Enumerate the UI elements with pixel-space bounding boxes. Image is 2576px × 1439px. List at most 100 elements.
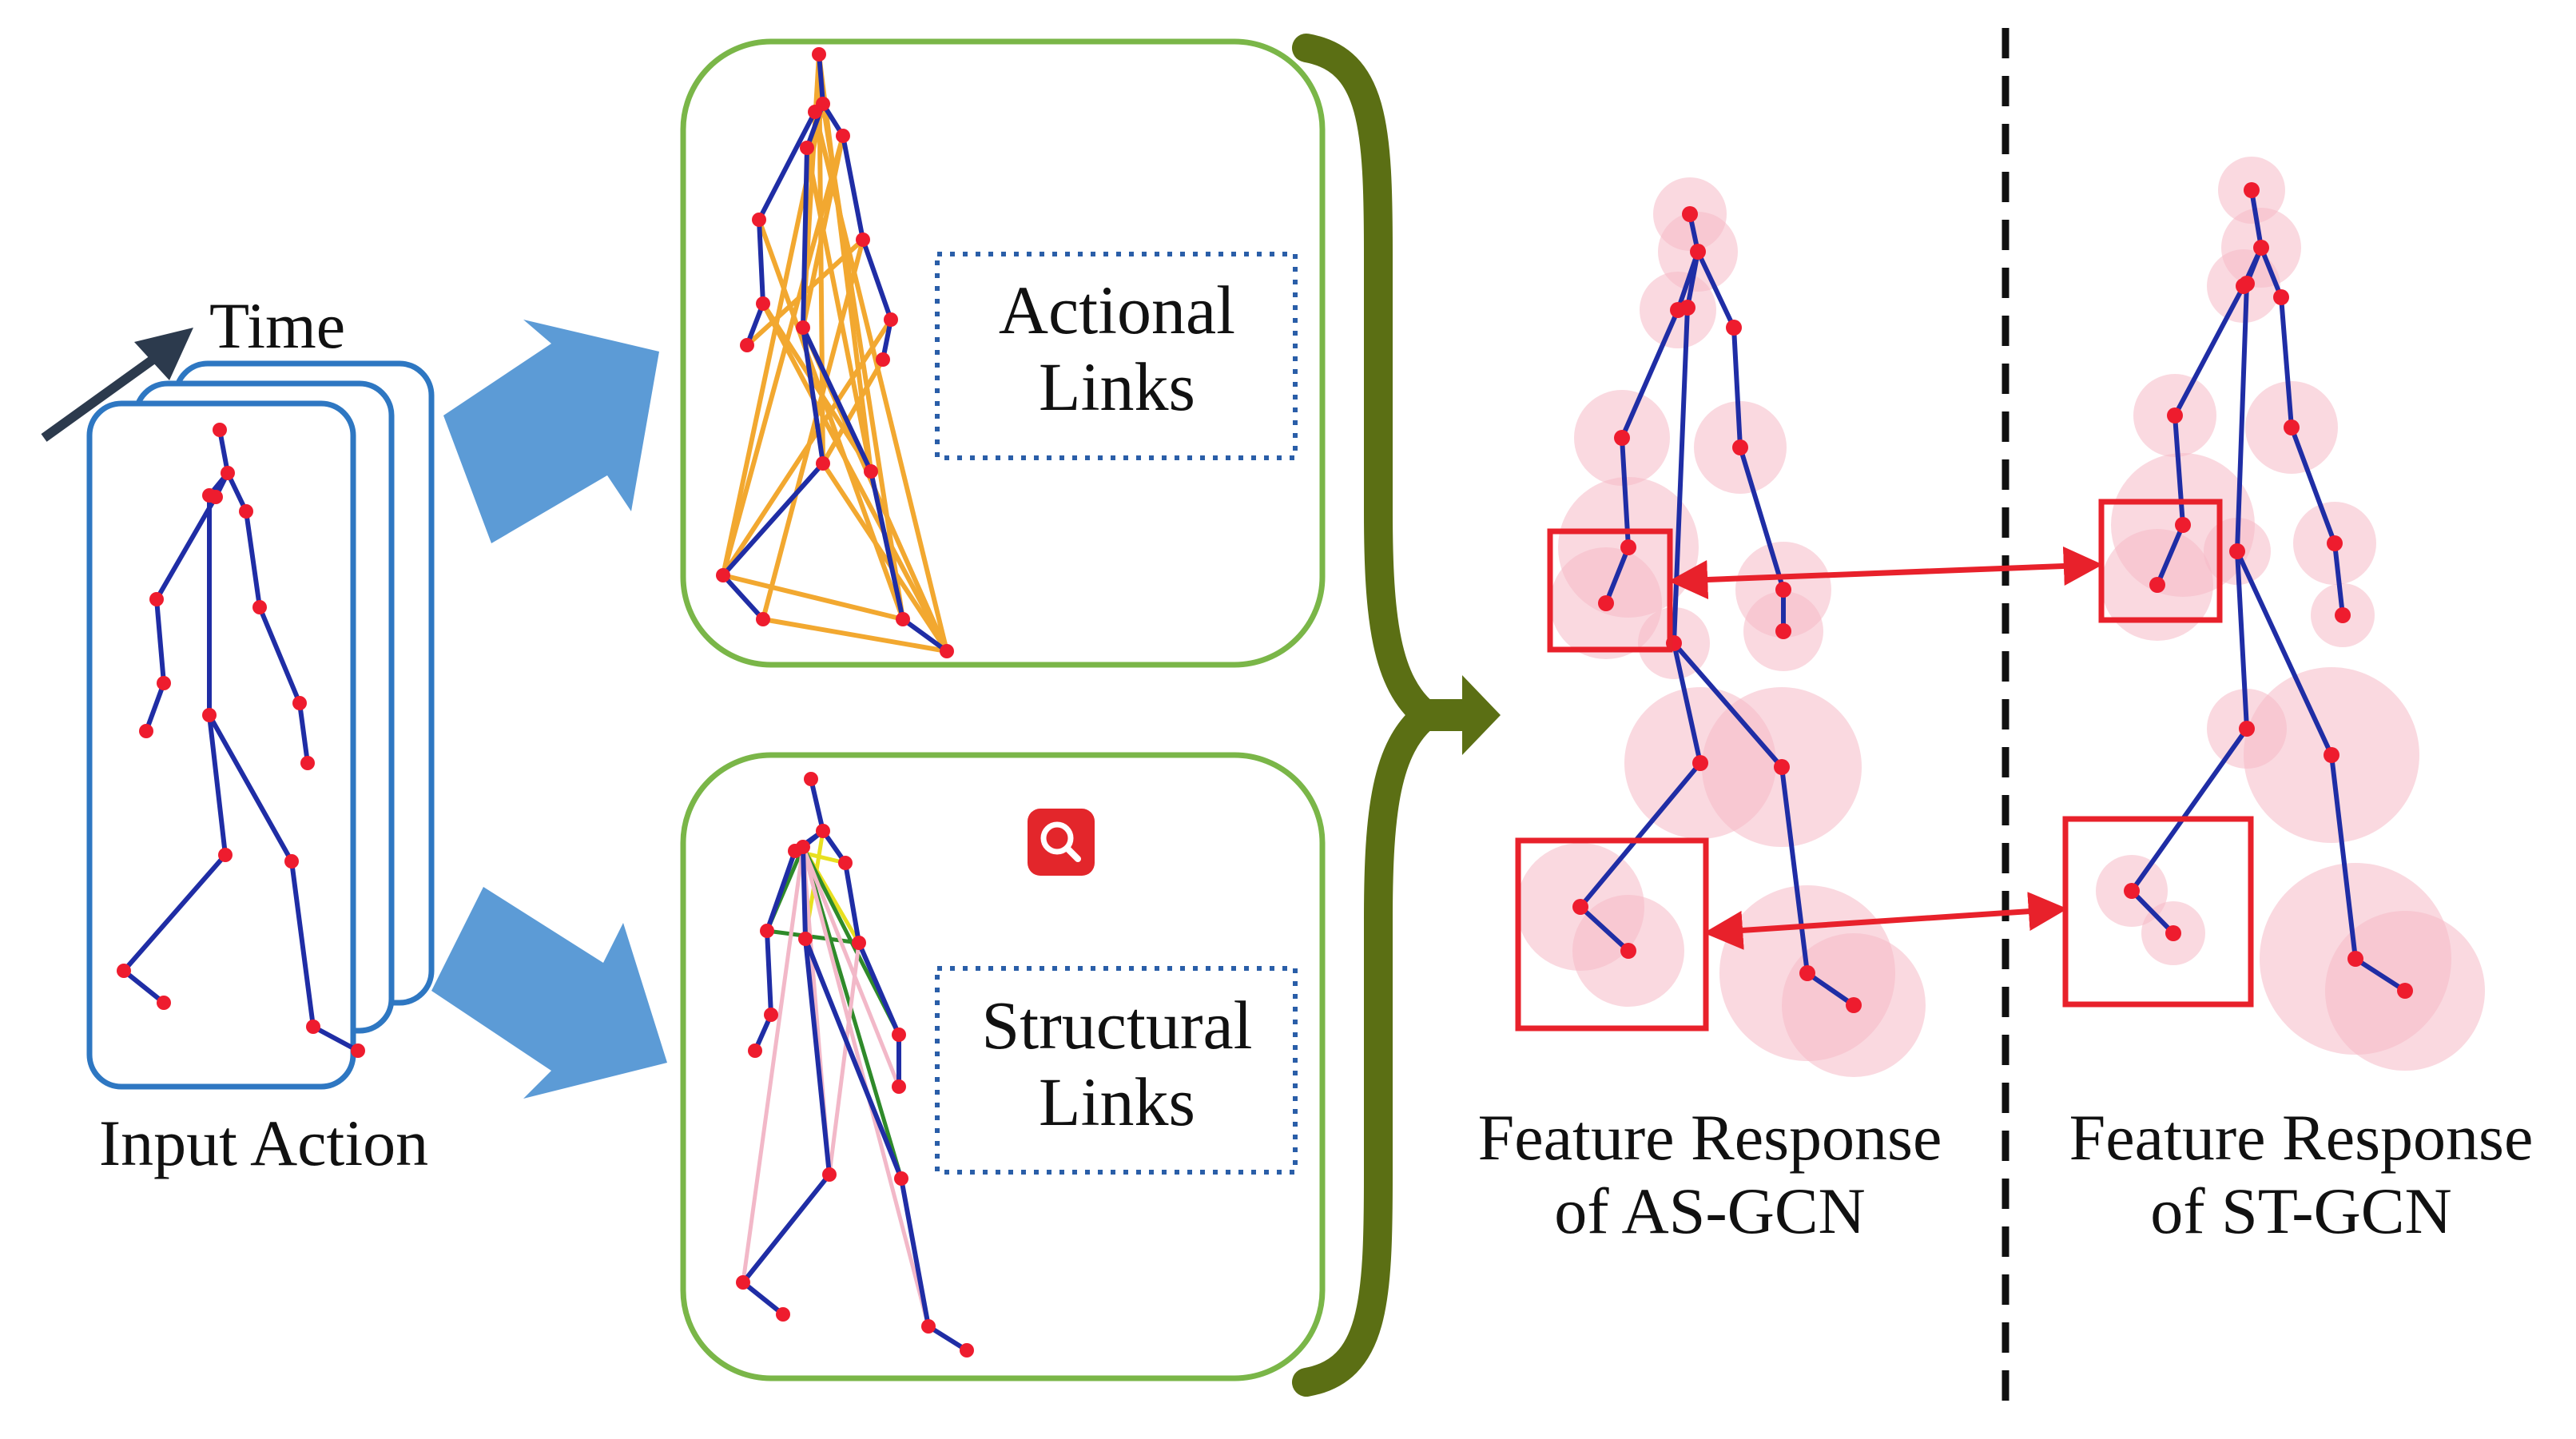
skeleton-bone [1604, 545, 1631, 606]
actional-link [821, 462, 949, 653]
skeleton-joint [1775, 623, 1791, 639]
brace-arrow [1426, 675, 1501, 755]
skeleton-joint [896, 612, 910, 626]
skeleton-bone [1672, 641, 1703, 765]
as-gcn-caption-line2: of AS-GCN [1554, 1174, 1866, 1247]
skeleton-joint [351, 1043, 365, 1058]
skeleton-bone [1578, 904, 1631, 953]
skeleton-bone [1805, 971, 1856, 1008]
skeleton-bone [257, 605, 302, 706]
skeleton-bone [801, 845, 808, 941]
skeleton-bone [1672, 641, 1784, 769]
diagonal-arrow-icon [41, 328, 193, 442]
actional-links-label: Actional Links [941, 272, 1293, 426]
skeleton-bone [297, 701, 310, 765]
skeleton-bone [861, 237, 893, 322]
st-gcn-response-halos [2096, 157, 2485, 1071]
skeleton-joint [812, 47, 826, 62]
skeleton-joint [2165, 925, 2181, 941]
skeleton-joint [209, 490, 223, 504]
skeleton-bone [154, 495, 218, 602]
input-action-label: Input Action [98, 1107, 429, 1179]
skeleton-bone [2129, 888, 2176, 936]
structural-link [766, 928, 860, 945]
skeleton-joint [892, 1028, 906, 1042]
as-gcn-response-halos [1517, 177, 1926, 1077]
skeleton-joint [2397, 983, 2413, 999]
skeleton-joint [838, 856, 853, 870]
structural-label-box [935, 966, 1298, 1175]
skeleton-joint [1726, 320, 1742, 336]
skeleton-bone [2329, 753, 2358, 961]
skeleton-joint [2244, 182, 2260, 198]
actional-link [757, 218, 905, 621]
skeleton-bone [2173, 413, 2185, 527]
actional-link [801, 135, 845, 328]
skeleton-joint [894, 1171, 908, 1186]
actional-panel [680, 38, 1326, 668]
skeleton-joint [1598, 595, 1614, 611]
skeleton-joint [1620, 943, 1636, 959]
skeleton-bone [121, 853, 228, 973]
skeleton-joint [139, 724, 153, 738]
skeleton-joint [1690, 244, 1706, 260]
input-action-frames [86, 360, 435, 1090]
skeleton-joint [2167, 407, 2183, 423]
skeleton-bone [1695, 249, 1736, 330]
skeleton-bone [843, 861, 861, 945]
actional-link [762, 617, 948, 654]
st-gcn-caption-line1: Feature Response [2069, 1101, 2534, 1174]
skeleton-joint [756, 612, 770, 626]
actional-link [821, 358, 885, 465]
skeleton-joint [213, 423, 227, 437]
skeleton-joint [940, 644, 954, 658]
actional-link [722, 573, 904, 622]
skeleton-joint [788, 844, 802, 858]
skeleton-bone [2249, 188, 2264, 250]
skeleton-joint [1799, 965, 1815, 981]
skeleton-joint [2335, 607, 2351, 623]
skeleton-bone [2235, 549, 2249, 731]
skeleton-bone [311, 1024, 360, 1053]
actional-link [805, 147, 873, 472]
st-gcn-caption-line2: of ST-GCN [2150, 1174, 2452, 1247]
skeleton-joint [804, 772, 818, 786]
structural-panel [680, 752, 1326, 1381]
skeleton-bone [741, 1172, 832, 1285]
skeleton-bone [2235, 281, 2249, 554]
skeleton-joint [292, 696, 307, 710]
skeleton-joint [2124, 883, 2140, 899]
skeleton-bone [765, 928, 773, 1017]
block-arrow-lower [431, 887, 667, 1099]
skeleton-bone [741, 1280, 785, 1317]
skeleton-bone [803, 936, 904, 1181]
skeleton-joint [756, 296, 770, 311]
skeleton-joint [816, 824, 830, 838]
skeleton-joint [218, 848, 233, 862]
skeleton-joint [748, 1043, 762, 1058]
skeleton-joint [157, 676, 171, 690]
structural-link [741, 846, 805, 1283]
skeleton-bone [721, 461, 825, 578]
skeleton-bone [2155, 523, 2185, 587]
skeleton-bone [926, 1324, 969, 1353]
skeleton-bone [144, 681, 166, 733]
skeleton-joint [1775, 582, 1791, 598]
skeleton-joint [760, 924, 774, 938]
skeleton-joint [852, 936, 866, 950]
structural-label-line2: Links [1039, 1063, 1195, 1141]
skeleton-joint [2273, 289, 2289, 305]
skeleton-bone [121, 968, 166, 1005]
skeleton-joint [798, 932, 813, 946]
skeleton-joint [740, 338, 754, 352]
structural-label-line1: Structural [981, 987, 1253, 1063]
skeleton-joint [300, 756, 315, 770]
frame-front [86, 400, 356, 1090]
skeleton-bone [2353, 956, 2407, 993]
skeleton-joint [822, 1167, 837, 1182]
skeleton-bone [2173, 284, 2246, 418]
magnifier-icon[interactable] [1028, 809, 1095, 876]
skeleton-bone [857, 940, 901, 1037]
skeleton-bone [803, 936, 832, 1177]
